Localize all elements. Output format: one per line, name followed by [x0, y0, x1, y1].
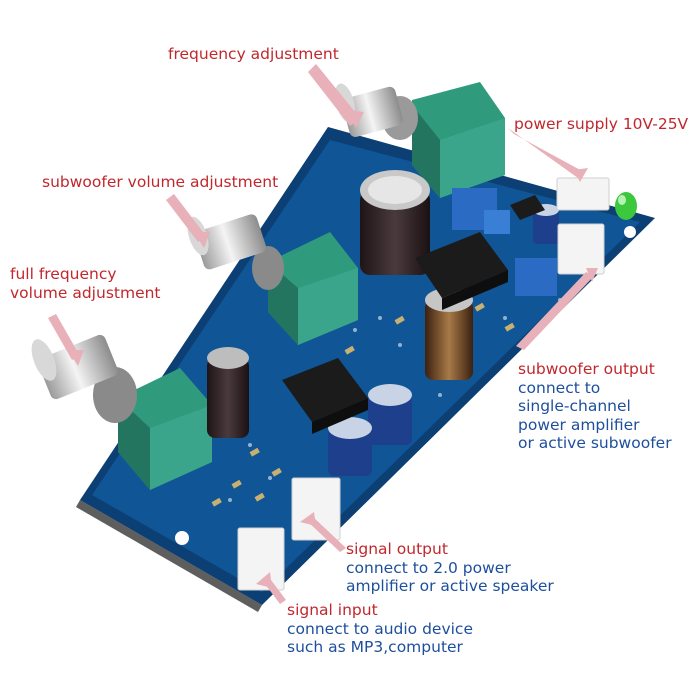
full-frequency-label: full frequency volume adjustment [10, 265, 161, 302]
green-led [615, 192, 637, 220]
full-frequency-potentiometer [31, 334, 212, 490]
mount-hole [624, 226, 636, 238]
signal-output-connector [291, 477, 341, 541]
signal-input-desc-2: such as MP3,computer [287, 638, 463, 657]
frequency-adjustment-label: frequency adjustment [168, 45, 339, 63]
pcb-board [76, 127, 655, 612]
mount-hole [175, 531, 189, 545]
subwoofer-output-callout: subwoofer output connect to single-chann… [518, 360, 672, 453]
large-capacitor [360, 170, 430, 275]
power-supply-label: power supply 10V-25V [514, 115, 689, 133]
full-frequency-line-1: full frequency [10, 265, 117, 283]
subwoofer-potentiometer [187, 214, 358, 345]
op-amp-chips [282, 195, 545, 434]
signal-output-title: signal output [346, 540, 448, 558]
subwoofer-output-desc-1: connect to [518, 378, 601, 397]
signal-input-desc-1: connect to audio device [287, 619, 473, 638]
subwoofer-volume-label: subwoofer volume adjustment [42, 173, 279, 191]
connectors [237, 177, 610, 591]
signal-output-desc-1: connect to 2.0 power [346, 558, 511, 577]
film-capacitors [452, 188, 557, 296]
signal-output-desc-2: amplifier or active speaker [346, 577, 554, 596]
signal-input-connector [237, 527, 285, 591]
subwoofer-output-desc-3: power amplifier [518, 415, 640, 434]
subwoofer-output-desc-2: single-channel [518, 397, 631, 416]
signal-input-title: signal input [287, 601, 378, 619]
subwoofer-output-title: subwoofer output [518, 360, 655, 378]
subwoofer-connector [557, 223, 605, 275]
signal-output-callout: signal output connect to 2.0 power ampli… [346, 540, 554, 596]
callout-arrows [48, 64, 598, 604]
signal-input-callout: signal input connect to audio device suc… [287, 601, 473, 657]
power-connector [556, 177, 610, 211]
full-frequency-line-2: volume adjustment [10, 283, 161, 302]
subwoofer-output-desc-4: or active subwoofer [518, 434, 672, 453]
small-capacitor-left [207, 347, 249, 438]
